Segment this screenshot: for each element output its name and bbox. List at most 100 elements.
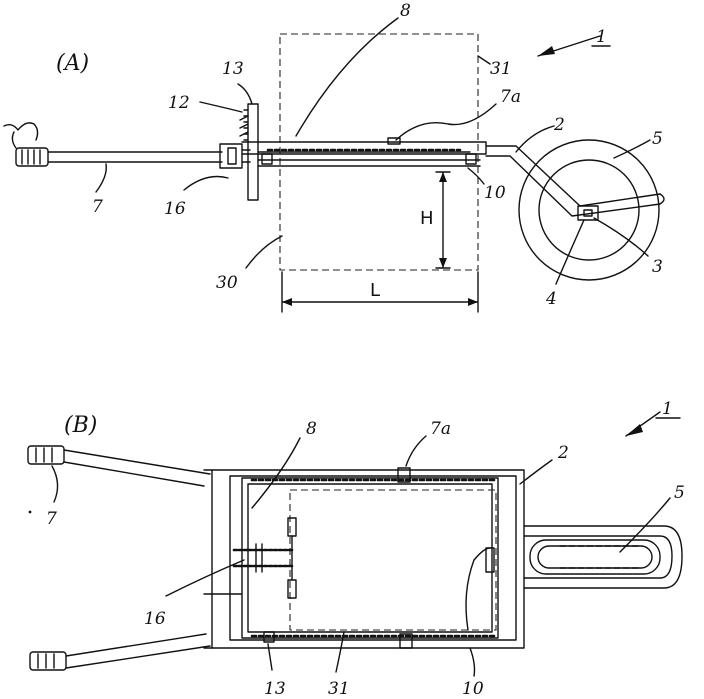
leader-a-2 xyxy=(515,125,555,153)
carrier-frame-inner xyxy=(247,483,493,633)
inner-frame xyxy=(229,475,517,641)
ref-a-30: 30 xyxy=(216,273,238,293)
leader-b-8 xyxy=(251,437,301,509)
dim-h-line xyxy=(435,171,451,269)
ref-a-4: 4 xyxy=(545,289,557,309)
view-a-side-elevation: (A) xyxy=(3,1,665,313)
leader-b-2 xyxy=(519,459,553,485)
clamp-pad-2 xyxy=(287,579,297,599)
ref-b-8: 8 xyxy=(306,419,317,439)
leader-b-16 xyxy=(165,559,245,597)
speck xyxy=(28,510,32,514)
post-hatch xyxy=(239,115,249,137)
leader-a-8 xyxy=(295,17,399,137)
ref-a-7a: 7a xyxy=(500,87,521,107)
ref-b-5: 5 xyxy=(674,483,685,503)
ref-b-2: 2 xyxy=(557,443,569,463)
frame-rail-upper xyxy=(241,141,487,155)
leader-a-4 xyxy=(555,219,585,285)
frame-rail-lower xyxy=(257,159,481,167)
ref-a-2: 2 xyxy=(553,115,565,135)
wheel-rim xyxy=(538,159,640,261)
leader-b-7 xyxy=(51,465,59,503)
ref-b-13: 13 xyxy=(264,679,286,699)
view-a-title: (A) xyxy=(56,51,89,76)
clamp-bolt xyxy=(241,149,251,163)
dim-h-label: H xyxy=(420,208,434,229)
bolt-head-right xyxy=(465,153,477,165)
strut-end xyxy=(659,193,665,205)
slider-top xyxy=(397,467,411,483)
leader-a-7 xyxy=(95,163,107,193)
bolt-head-left xyxy=(261,153,273,165)
ref-a-31: 31 xyxy=(490,59,512,79)
dim-l-label: L xyxy=(370,280,380,301)
leader-a-31 xyxy=(477,55,491,65)
ref-a-1: 1 xyxy=(596,27,607,47)
wheel-tread xyxy=(529,539,661,575)
ref-a-5: 5 xyxy=(652,129,663,149)
ref-b-7a: 7a xyxy=(430,419,451,439)
slider-bottom xyxy=(399,633,413,649)
hand-sketch-2 xyxy=(11,131,17,149)
strut-outer xyxy=(485,145,661,207)
clamp-pad-1 xyxy=(287,517,297,537)
ref-a-12: 12 xyxy=(168,93,190,113)
ref-b-16: 16 xyxy=(144,609,166,629)
view-b-title: (B) xyxy=(64,413,97,438)
ref-b-7: 7 xyxy=(46,509,57,529)
wheel-hatch xyxy=(559,545,641,569)
clamp-pad-3 xyxy=(485,547,495,573)
handle-upper xyxy=(63,449,211,487)
ref-a-16: 16 xyxy=(164,199,186,219)
grip-lower-hatch xyxy=(37,653,55,669)
dim-l-line xyxy=(281,271,479,313)
wheel-core xyxy=(537,545,653,569)
ref-a-7: 7 xyxy=(92,197,103,217)
leader-a-16 xyxy=(183,175,229,191)
leader-a-10 xyxy=(467,167,485,185)
clamp-block xyxy=(219,143,243,169)
post-scale xyxy=(243,109,249,141)
wheel-axle xyxy=(583,209,593,217)
leader-a-5 xyxy=(613,139,651,159)
handle-arm xyxy=(47,151,223,163)
hand-grip-hatch xyxy=(21,149,41,165)
hand-sketch xyxy=(3,122,39,141)
grip-lower xyxy=(29,651,67,671)
leader-b-1-arrow xyxy=(626,424,643,436)
ref-b-31: 31 xyxy=(328,679,350,699)
ref-a-3: 3 xyxy=(652,257,663,277)
view-b-plan: (B) xyxy=(27,399,685,699)
leader-a-1-arrow xyxy=(538,46,555,56)
ref-b-10: 10 xyxy=(462,679,484,699)
wheel-fork-inner xyxy=(523,535,673,579)
slider-13 xyxy=(263,631,275,643)
ref-a-13: 13 xyxy=(222,59,244,79)
ref-a-8: 8 xyxy=(400,1,411,21)
leader-b-7a xyxy=(405,435,427,467)
leader-a-13 xyxy=(237,83,253,105)
leader-b-5 xyxy=(619,497,671,553)
leader-a-7a xyxy=(395,103,497,141)
outer-frame xyxy=(203,469,525,649)
leader-a-12 xyxy=(199,101,243,113)
wheel-fork-outer xyxy=(523,525,683,589)
dim-h-arrows xyxy=(439,172,447,268)
screw-nut xyxy=(255,543,263,573)
clamp-block-inner xyxy=(227,147,237,165)
handle-lower xyxy=(65,633,211,669)
leader-a-3 xyxy=(593,217,649,257)
ref-a-10: 10 xyxy=(484,183,506,203)
leader-a-30 xyxy=(245,235,283,269)
leader-b-31 xyxy=(335,631,345,673)
hand-grip xyxy=(15,147,49,167)
grip-upper xyxy=(27,445,65,465)
leader-b-10 xyxy=(465,547,491,631)
wheel-hub xyxy=(577,205,599,221)
vertical-post xyxy=(247,103,259,201)
load-outline xyxy=(289,489,497,631)
leader-b-13 xyxy=(267,643,273,671)
